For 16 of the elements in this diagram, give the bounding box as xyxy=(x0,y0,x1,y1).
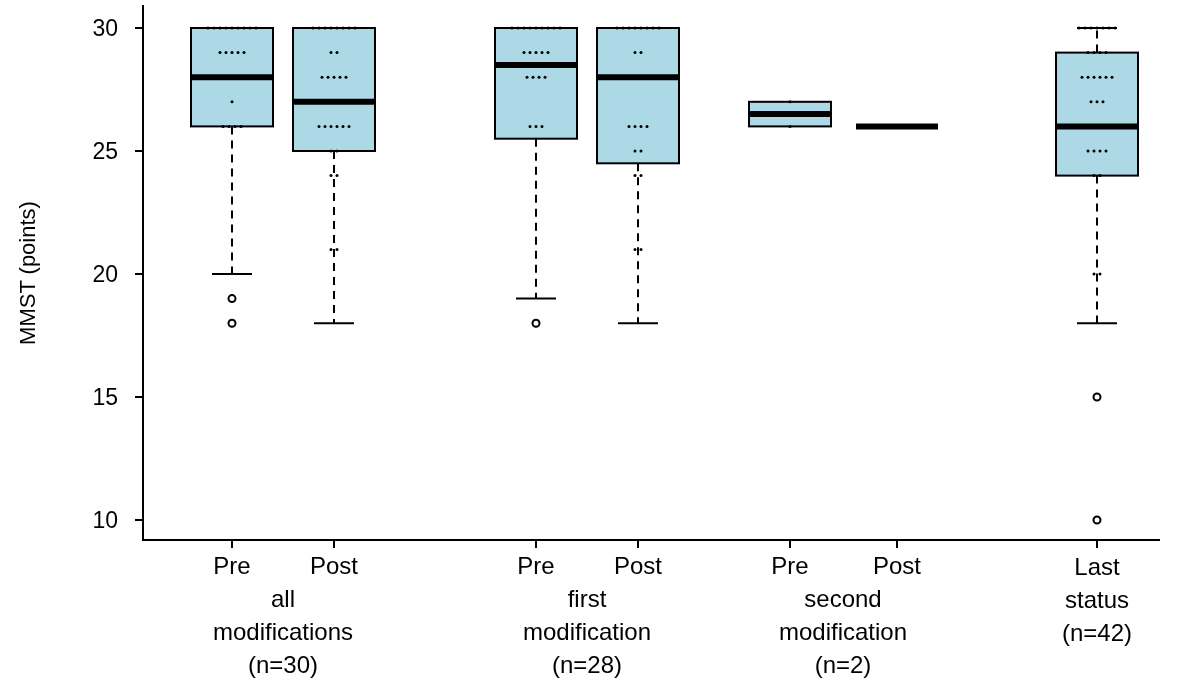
tick-label: 20 xyxy=(92,262,118,286)
group-label: second modification (n=2) xyxy=(778,584,908,680)
tick-label: 15 xyxy=(92,385,118,409)
group-label: Last status (n=42) xyxy=(1062,552,1132,648)
category-label: Pre xyxy=(213,554,251,578)
tick-label: 10 xyxy=(92,508,118,532)
category-label: Post xyxy=(310,554,358,578)
tick-label: 30 xyxy=(92,16,118,40)
category-label: Pre xyxy=(771,554,809,578)
group-label: first modification (n=28) xyxy=(522,584,652,680)
group-label: all modifications (n=30) xyxy=(212,584,354,680)
tick-label: 25 xyxy=(92,139,118,163)
category-label: Pre xyxy=(517,554,555,578)
category-label: Post xyxy=(614,554,662,578)
axis-title: MMST (points) xyxy=(17,201,39,345)
category-label: Post xyxy=(873,554,921,578)
